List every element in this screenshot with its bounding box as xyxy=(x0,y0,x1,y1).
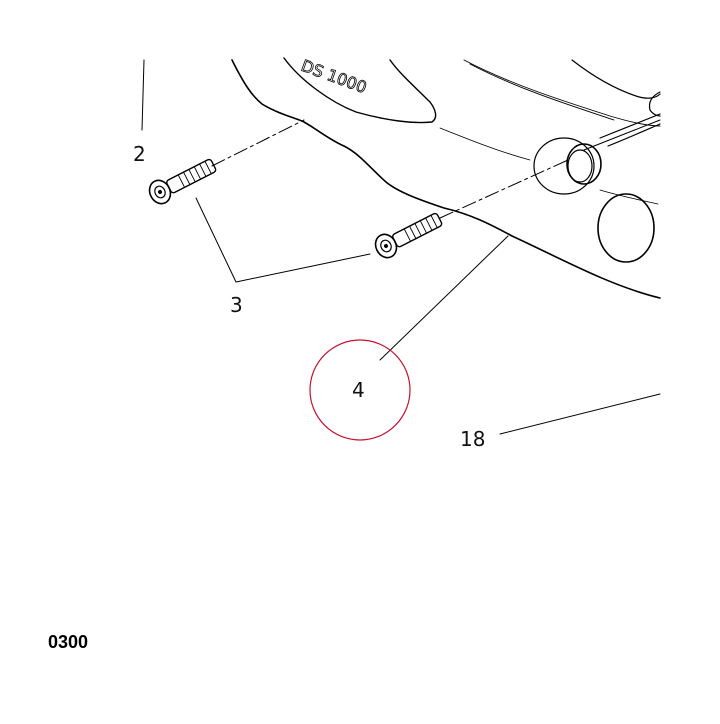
leader-18 xyxy=(499,393,661,435)
leader-3 xyxy=(195,197,371,283)
leader-4 xyxy=(379,235,509,361)
leader-2 xyxy=(141,59,145,131)
bolt-hole-upper xyxy=(566,143,602,185)
callout-2: 2 xyxy=(133,142,146,166)
housing-part xyxy=(231,57,661,299)
leader-lines xyxy=(141,59,661,435)
page-code: 0300 xyxy=(48,632,88,652)
assembly-axis-lines xyxy=(211,119,661,219)
callout-18: 18 xyxy=(460,427,485,451)
highlight-circle xyxy=(309,339,411,441)
callout-3: 3 xyxy=(230,293,243,317)
callout-4: 4 xyxy=(352,378,365,402)
bolt-lower xyxy=(374,212,443,259)
label-plate xyxy=(283,57,437,124)
round-opening xyxy=(597,193,655,263)
boss-outer xyxy=(533,137,595,195)
housing-embossed-text: DS 1000 xyxy=(299,56,370,97)
bolt-upper xyxy=(148,158,217,205)
